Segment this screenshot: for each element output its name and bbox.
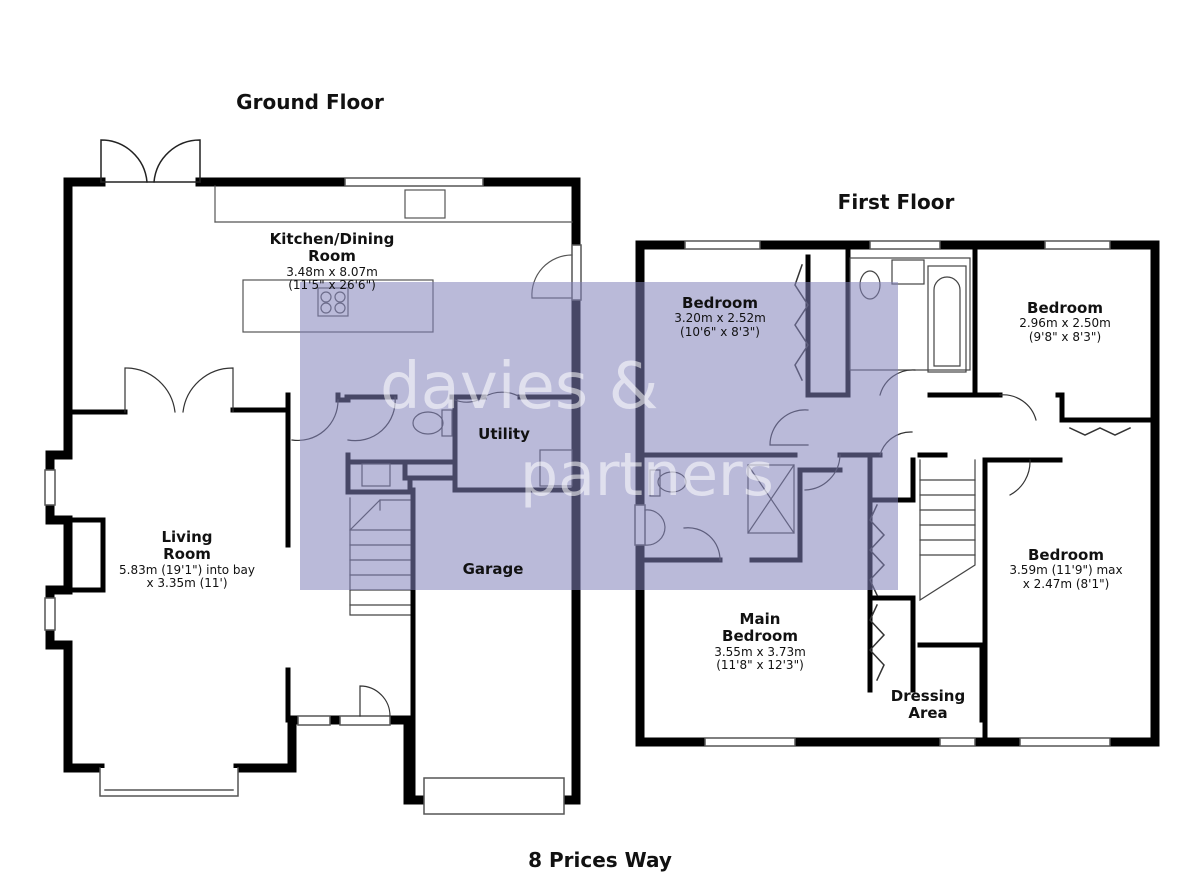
room-label-bedroom-rear-right: Bedroom 3.59m (11'9") max x 2.47m (8'1")	[1009, 546, 1123, 592]
room-name: Living	[161, 528, 213, 546]
ground-patio-doors	[100, 139, 201, 183]
room-dimensions-imperial: x 3.35m (11')	[146, 576, 228, 591]
room-dimensions: 2.96m x 2.50m	[1019, 316, 1111, 331]
ground-floor-title: Ground Floor	[236, 90, 384, 114]
room-label-main-bedroom: Main Bedroom 3.55m x 3.73m (11'8" x 12'3…	[714, 610, 806, 673]
room-label-bedroom-front-right: Bedroom 2.96m x 2.50m (9'8" x 8'3")	[1019, 299, 1111, 345]
room-label-utility: Utility	[478, 425, 530, 443]
room-dimensions: 3.20m x 2.52m	[674, 311, 766, 326]
room-dimensions-imperial: (9'8" x 8'3")	[1028, 330, 1102, 345]
room-dimensions: 3.59m (11'9") max	[1009, 563, 1123, 578]
room-name: Garage	[462, 560, 524, 578]
room-name: Bedroom	[682, 294, 758, 312]
first-floor-title: First Floor	[837, 190, 955, 214]
room-name: Utility	[478, 425, 530, 443]
room-label-dressing-area: Dressing Area	[890, 687, 966, 723]
room-name: Room	[163, 545, 211, 564]
room-dimensions-imperial: x 2.47m (8'1")	[1022, 577, 1110, 592]
room-label-kitchen-dining: Kitchen/Dining Room 3.48m x 8.07m (11'5"…	[269, 230, 395, 293]
room-dimensions: 5.83m (19'1") into bay	[119, 562, 255, 577]
ground-windows	[44, 177, 582, 815]
room-dimensions-imperial: (11'5" x 26'6")	[288, 278, 376, 293]
room-dimensions-imperial: (10'6" x 8'3")	[680, 325, 760, 340]
room-label-living: Living Room 5.83m (19'1") into bay x 3.3…	[119, 528, 255, 591]
agency-watermark	[300, 282, 898, 590]
room-dimensions: 3.55m x 3.73m	[714, 644, 806, 659]
first-stairs	[919, 459, 976, 602]
watermark-text-top: davies &	[380, 350, 659, 424]
room-name: Bedroom	[722, 627, 798, 646]
room-label-bedroom-front-left: Bedroom 3.20m x 2.52m (10'6" x 8'3")	[674, 294, 766, 340]
address-title: 8 Prices Way	[528, 848, 672, 872]
room-label-garage: Garage	[462, 560, 524, 578]
room-name: Bedroom	[1028, 546, 1104, 564]
watermark-text-bottom: partners	[520, 440, 774, 510]
room-dimensions: 3.48m x 8.07m	[286, 264, 378, 279]
room-name: Room	[308, 247, 356, 266]
fireplace	[65, 517, 106, 593]
room-name: Area	[908, 704, 948, 723]
room-dimensions-imperial: (11'8" x 12'3")	[716, 658, 804, 673]
room-name: Dressing	[890, 687, 966, 705]
room-name: Kitchen/Dining	[269, 230, 395, 248]
room-name: Main	[739, 610, 781, 628]
room-name: Bedroom	[1027, 299, 1103, 317]
